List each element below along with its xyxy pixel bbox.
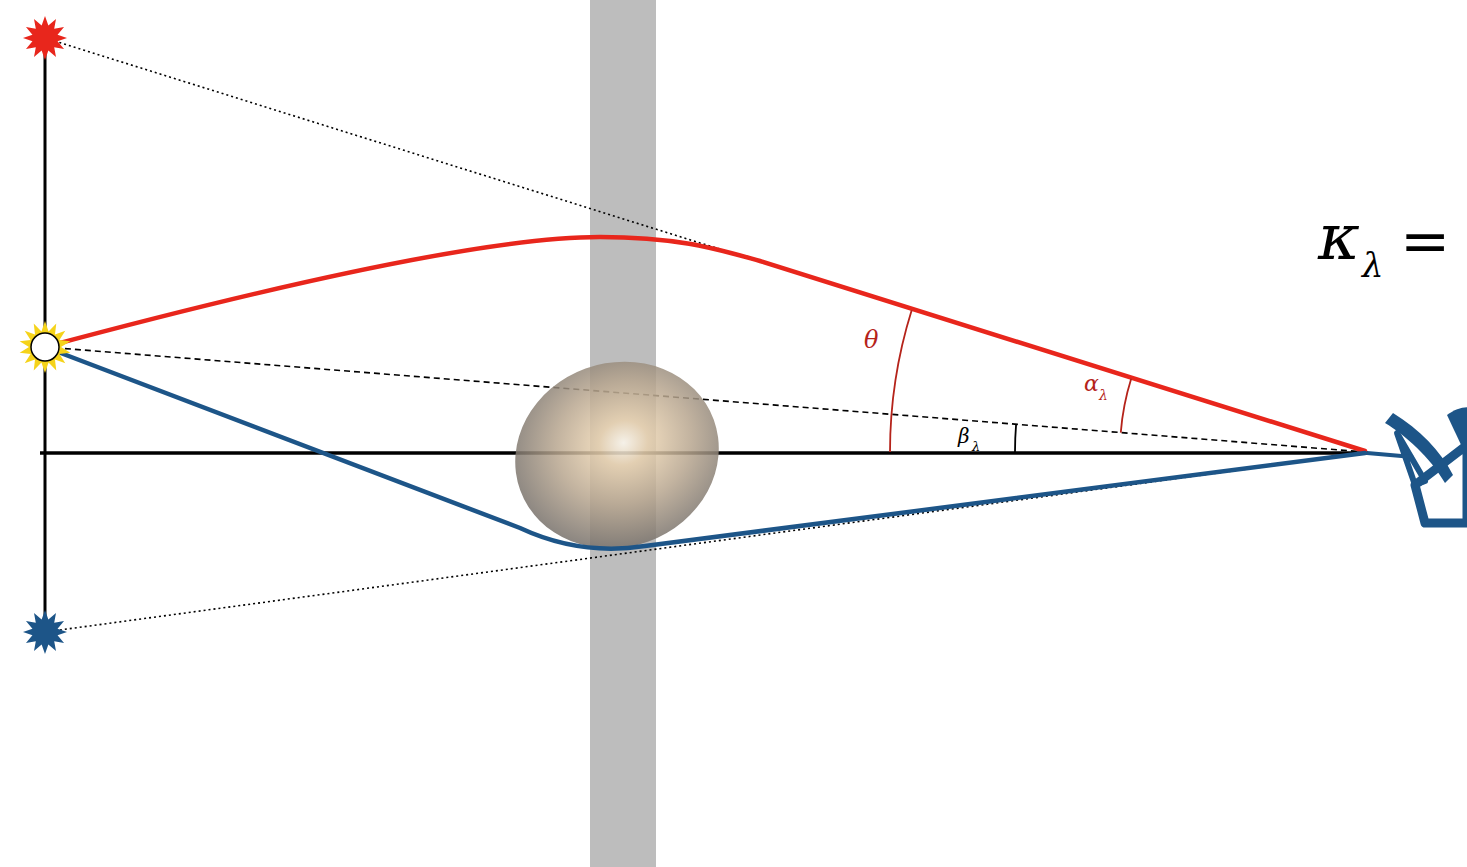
angle-label: β (958, 426, 970, 446)
angle-arc (1121, 379, 1131, 433)
angle-label: α (1084, 373, 1099, 395)
lensed-image (23, 16, 67, 60)
light-path (45, 237, 1365, 451)
source (31, 333, 59, 361)
subscript: λ (1099, 388, 1108, 402)
angle-arc (890, 310, 912, 452)
apparent-ray (45, 38, 1365, 451)
source (20, 321, 71, 373)
subscript: λ (972, 440, 980, 453)
symbol: κ (1318, 205, 1360, 269)
angle-arc (1015, 424, 1016, 452)
lensed-image (23, 610, 67, 654)
subscript: λ (1362, 248, 1384, 282)
radio-telescope (1367, 407, 1467, 523)
light-path (45, 347, 1365, 549)
symbol: = (1400, 210, 1450, 270)
angle-label: θ (864, 328, 878, 352)
